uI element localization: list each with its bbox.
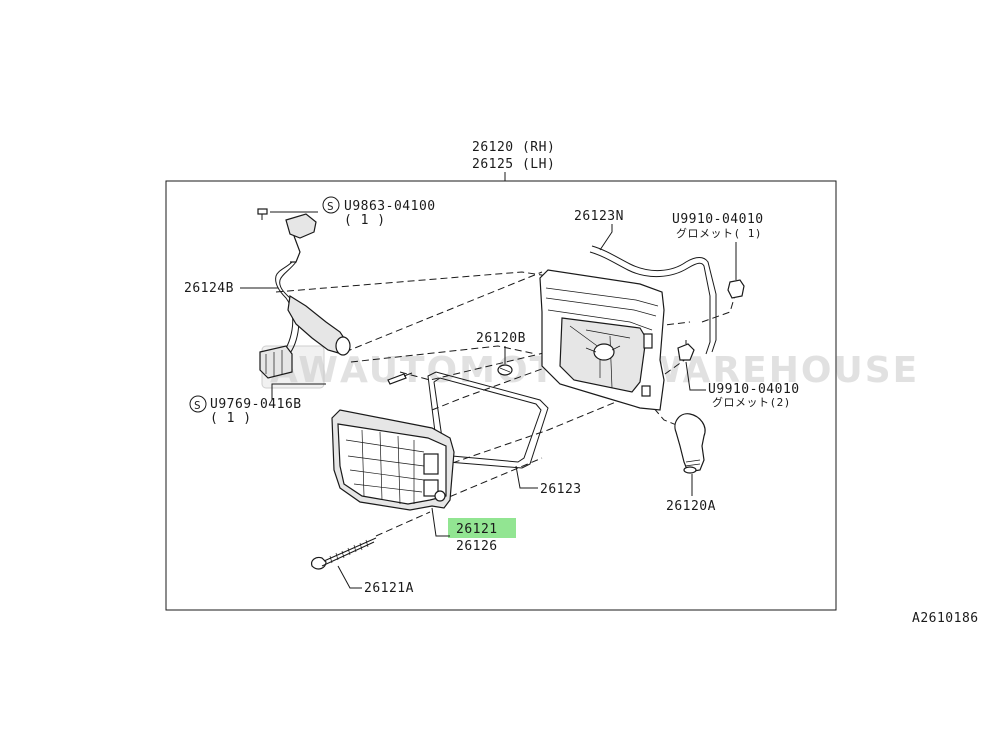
- screw-top-part[interactable]: [257, 208, 268, 220]
- label-assembly-lh[interactable]: 26125 (LH): [472, 157, 555, 172]
- leader-lens: [431, 507, 450, 537]
- lens-part[interactable]: [331, 409, 455, 511]
- label-bulb[interactable]: 26120A: [666, 499, 716, 514]
- label-small-bulb[interactable]: 26120B: [476, 331, 526, 346]
- label-grommet-2-code[interactable]: U9910-04010: [708, 382, 800, 397]
- grommet-1-part[interactable]: [727, 276, 745, 299]
- label-long-screw[interactable]: 26121A: [364, 581, 414, 596]
- label-screw-top-qty: ( 1 ): [344, 213, 386, 228]
- seal-strip-part[interactable]: [589, 245, 717, 355]
- s-mark-top: S: [327, 200, 334, 213]
- label-grommet-1-qty: グロメット( 1): [676, 226, 762, 240]
- standard-part-mark-bottom: [189, 395, 207, 413]
- standard-part-mark-top: [322, 196, 340, 214]
- label-lens-rh[interactable]: 26121: [456, 522, 498, 537]
- s-mark-bottom: S: [194, 399, 201, 412]
- label-grommet-1-code[interactable]: U9910-04010: [672, 212, 764, 227]
- lamp-housing-part[interactable]: [539, 269, 665, 411]
- label-gasket[interactable]: 26123: [540, 482, 582, 497]
- leader-seal-n: [599, 224, 613, 251]
- screw-bottom-part[interactable]: [387, 372, 413, 385]
- leader-grommet-2: [685, 361, 706, 391]
- grommet-2-part[interactable]: [677, 340, 695, 361]
- socket-harness-part[interactable]: [259, 213, 351, 379]
- label-lens-rh-highlight: [448, 518, 516, 538]
- long-screw-part[interactable]: [311, 537, 377, 570]
- label-lens-lh[interactable]: 26126: [456, 539, 498, 554]
- label-seal-n[interactable]: 26123N: [574, 209, 624, 224]
- label-screw-bottom-code[interactable]: U9769-0416B: [210, 397, 302, 412]
- label-assembly-rh[interactable]: 26120 (RH): [472, 140, 555, 155]
- label-socket-harness[interactable]: 26124B: [184, 281, 234, 296]
- label-screw-top-code[interactable]: U9863-04100: [344, 199, 436, 214]
- bulb-part[interactable]: [674, 413, 706, 474]
- label-grommet-2-qty: グロメット(2): [712, 395, 791, 409]
- leader-gasket: [515, 465, 538, 489]
- leader-screw-bottom: [271, 383, 326, 400]
- diagram-frame: [165, 180, 837, 611]
- leader-long-screw: [337, 565, 362, 589]
- small-bulb-part[interactable]: [497, 364, 513, 376]
- alignment-lines: [275, 271, 737, 537]
- diagram-id: A2610186: [912, 611, 979, 626]
- label-screw-bottom-qty: ( 1 ): [210, 411, 252, 426]
